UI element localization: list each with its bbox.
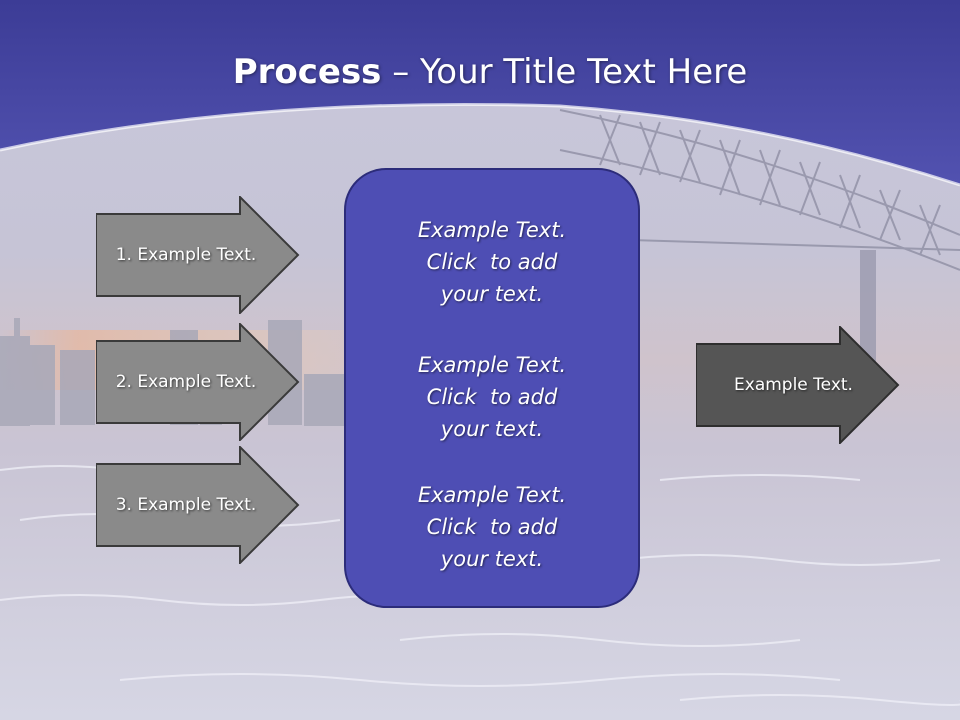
left-arrow-2: 2. Example Text.	[96, 323, 302, 441]
slide-title: Process – Your Title Text Here	[0, 52, 960, 92]
arrow-label: 1. Example Text.	[115, 245, 257, 265]
title-bold: Process	[232, 52, 382, 92]
arrow-label: 2. Example Text.	[115, 372, 257, 392]
arrow-shape	[96, 446, 300, 564]
left-arrow-3: 3. Example Text.	[96, 446, 302, 564]
arrow-shape	[96, 323, 300, 441]
left-arrow-1: 1. Example Text.	[96, 196, 302, 314]
content-block-2: Example Text. Click to add your text.	[417, 353, 567, 441]
arrow-shape	[696, 326, 900, 444]
arrow-label: Example Text.	[734, 375, 853, 395]
arrow-label: 3. Example Text.	[115, 495, 257, 515]
content-block-3: Example Text. Click to add your text.	[417, 483, 567, 571]
content-block-1: Example Text. Click to add your text.	[417, 218, 567, 306]
title-rest: – Your Title Text Here	[381, 52, 748, 92]
right-arrow: Example Text.	[696, 326, 902, 444]
center-content-box: Example Text. Click to add your text. Ex…	[344, 168, 640, 608]
arrow-shape	[96, 196, 300, 314]
